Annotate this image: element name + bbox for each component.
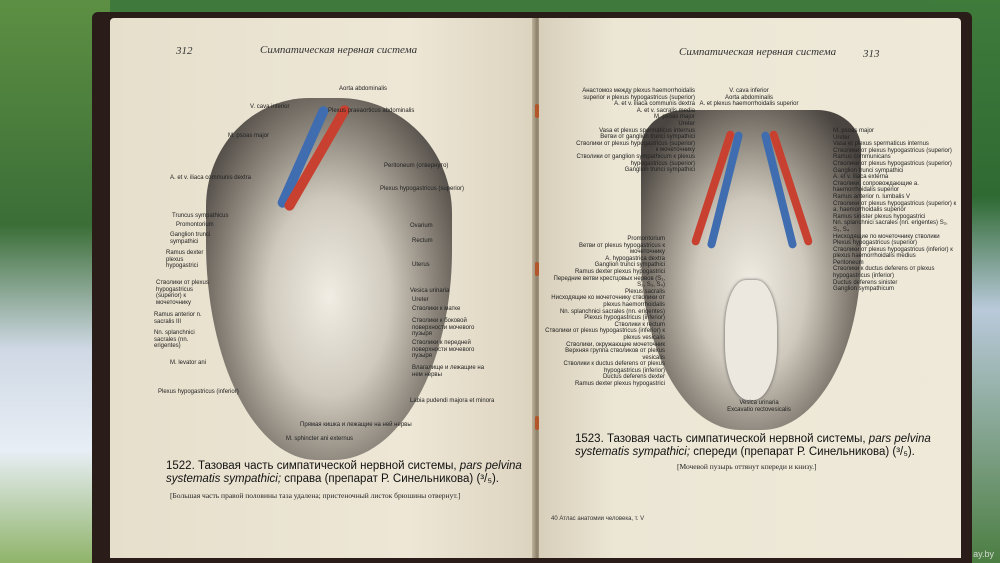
label-aorta: Aorta abdominalis [339, 86, 388, 92]
label-rectum: Rectum [412, 238, 433, 244]
bladder-shape [725, 280, 777, 400]
binding-stitch [535, 416, 539, 430]
right-caption: 1523. Тазовая часть симпатической нервно… [575, 433, 945, 459]
pelvis-illustration-right-view [206, 98, 452, 460]
label-uterus: Uterus [412, 262, 430, 268]
label-stv-bok: Стволики к боковой поверхности мочевого … [412, 318, 475, 338]
label-promontorium: Promontorium [176, 222, 214, 228]
label-ramus: Ramus dexter plexus hypogastrici [166, 250, 204, 270]
left-caption-note: [Большая часть правой половины таза удал… [170, 491, 461, 500]
right-labels-top: V. cava inferior Aorta abdominalis A. et… [699, 88, 799, 108]
watermark-text: ay.by [973, 549, 994, 559]
label-plexus-pre: Plexus praeaorticus abdominalis [328, 108, 415, 114]
right-labels-right: M. psoas major Ureter Vasa et plexus spe… [833, 128, 957, 293]
label-sphincter: M. sphincter ani externus [286, 436, 354, 442]
binding-stitch [535, 262, 539, 276]
left-caption-russian: Тазовая часть симпатической нервной сист… [197, 460, 457, 472]
label-pryam: Прямая кишка и лежащие на ней нервы [300, 422, 412, 428]
right-caption-note: [Мочевой пузырь оттянут кпереди и книзу.… [677, 462, 817, 471]
right-labels-bottom: Vesica urinaria Excavatio rectovesicalis [727, 400, 791, 413]
label-plexus-hypo-sup: Plexus hypogastricus (superior) [380, 186, 465, 192]
label-vlag: Влагалище и лежащие на нем нервы [412, 365, 485, 378]
right-page-number: 313 [863, 48, 880, 60]
right-page: Симпатическая нервная система 313 V. cav… [539, 18, 961, 558]
right-labels-left-lower: Promontorium Ветви от plexus hypogastric… [545, 236, 665, 388]
label-stv-pered: Стволики к передней поверхности мочевого… [412, 340, 475, 360]
left-caption-rest: справа (препарат Р. Синельникова) (³/₅). [284, 473, 499, 485]
book-gutter [532, 18, 542, 558]
label-vcava: V. cava inferior [250, 104, 290, 110]
label-stvoliki: Стволики от plexus hypogastricus (superi… [156, 280, 209, 306]
background-left [0, 0, 110, 563]
label-peritoneum: Peritoneum (отвернуто) [384, 163, 449, 169]
left-caption: 1522. Тазовая часть симпатической нервно… [166, 460, 536, 486]
label-levator: M. levator ani [170, 360, 207, 366]
left-page-header: Симпатическая нервная система [260, 44, 418, 56]
label-stv-matke: Стволики к матке [412, 306, 461, 312]
right-caption-latin: pars pelvina systematis sympathici; [575, 433, 931, 458]
binding-stitch [535, 104, 539, 118]
open-book: 312 Симпатическая нервная система Aorta … [92, 12, 972, 563]
right-caption-russian: Тазовая часть симпатической нервной сист… [606, 433, 866, 445]
left-page-number: 312 [176, 45, 193, 57]
right-caption-number: 1523. [575, 433, 604, 445]
right-page-header: Симпатическая нервная система [679, 46, 837, 58]
label-ganglion: Ganglion trunci sympathici [170, 232, 211, 245]
label-truncus: Truncus sympathicus [172, 213, 229, 219]
label-ovarium: Ovarium [410, 223, 433, 229]
label-iliaca: A. et v. iliaca communis dextra [170, 175, 251, 181]
label-ramus-ant: Ramus anterior n. sacralis III [154, 312, 202, 325]
right-labels-left: Анастомоз между plexus haemorrhoidalis s… [576, 88, 695, 174]
label-psoas: M. psoas major [228, 133, 270, 139]
label-plexus-hypo-inf: Plexus hypogastricus (inferior) [158, 389, 239, 395]
left-page: 312 Симпатическая нервная система Aorta … [110, 18, 536, 558]
right-caption-rest: спереди (препарат Р. Синельникова) (³/₅)… [693, 446, 915, 458]
label-vesica: Vesica urinaria [410, 288, 450, 294]
left-caption-latin: pars pelvina systematis sympathici; [166, 460, 522, 485]
label-ureter: Ureter [412, 297, 429, 303]
label-labia: Labia pudendi majora et minora [410, 398, 495, 404]
label-nn-splanch: Nn. splanchnici sacrales (nn. erigentes) [154, 330, 195, 350]
right-page-footer: 40 Атлас анатомии человека, т. V [551, 516, 645, 522]
left-caption-number: 1522. [166, 460, 195, 472]
